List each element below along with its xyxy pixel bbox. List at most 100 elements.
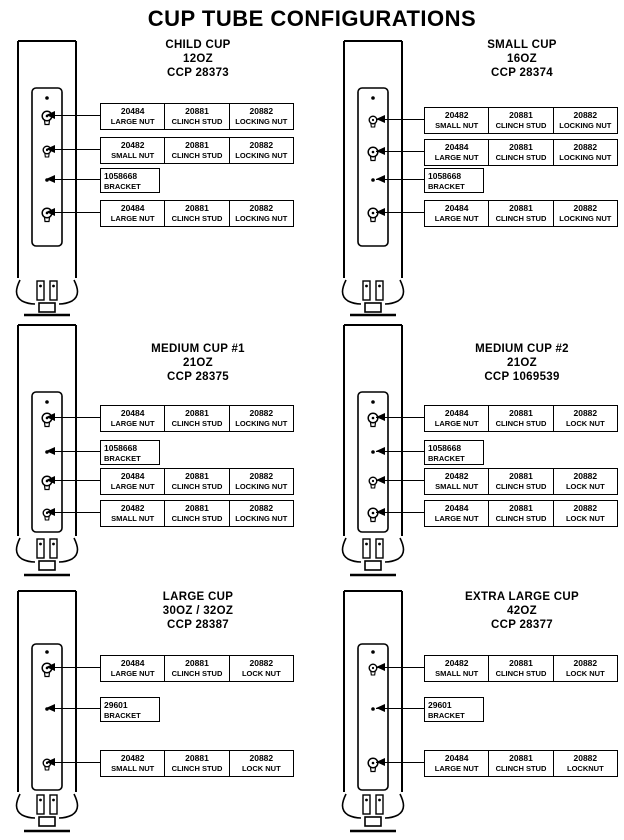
arrow-connector: [376, 175, 424, 183]
part-number: 20881: [185, 408, 209, 418]
arrow-connector: [46, 413, 100, 421]
part-label: LOCK NUT: [241, 669, 281, 678]
part-number: 20881: [509, 203, 533, 213]
part-number: 20882: [249, 753, 274, 763]
section-title: LARGE CUP 30OZ / 32OZ CCP 28387: [92, 590, 304, 632]
arrow-connector: [46, 111, 100, 119]
part-label: CLINCH STUD: [495, 482, 547, 491]
part-label: LARGE NUT: [434, 764, 479, 773]
part-number: 29601: [428, 700, 452, 710]
arrow-connector: [376, 476, 424, 484]
part-label: SMALL NUT: [111, 764, 155, 773]
part-label: SMALL NUT: [111, 151, 155, 160]
arrow-connector: [46, 758, 100, 766]
part-number: 20881: [185, 140, 209, 150]
part-label: LARGE NUT: [434, 419, 479, 428]
part-label: SMALL NUT: [435, 121, 479, 130]
part-label: LARGE NUT: [110, 214, 155, 223]
part-label: LARGE NUT: [110, 117, 155, 126]
part-number: 20482: [120, 140, 145, 150]
part-number: 20484: [120, 408, 145, 418]
part-number: 20484: [444, 408, 469, 418]
part-number: 20881: [185, 753, 209, 763]
part-number: 20881: [509, 753, 533, 763]
part-label: LOCKING NUT: [235, 214, 288, 223]
section-name: LARGE CUP: [162, 591, 234, 603]
page-title: CUP TUBE CONFIGURATIONS: [147, 6, 477, 31]
part-label: BRACKET: [428, 711, 465, 720]
part-label: BRACKET: [104, 454, 141, 463]
arrow-connector: [46, 508, 100, 516]
part-label: CLINCH STUD: [171, 482, 223, 491]
arrow-connector: [376, 208, 424, 216]
part-number: 1058668: [104, 171, 138, 181]
part-number: 20882: [573, 408, 598, 418]
part-number: 20482: [120, 503, 145, 513]
section-size: 30OZ / 32OZ: [162, 605, 234, 617]
arrow-connector: [46, 704, 100, 712]
arrow-connector: [46, 447, 100, 455]
part-label: LARGE NUT: [434, 214, 479, 223]
part-number: 20881: [185, 106, 209, 116]
part-label: SMALL NUT: [435, 669, 479, 678]
part-label: CLINCH STUD: [171, 669, 223, 678]
section-size: 21OZ: [183, 357, 213, 369]
part-label: LOCK NUT: [565, 419, 605, 428]
part-label: CLINCH STUD: [171, 514, 223, 523]
section-size: 21OZ: [507, 357, 537, 369]
part-label: CLINCH STUD: [171, 214, 223, 223]
section-ccp: CCP 28374: [491, 67, 553, 79]
part-number: 1058668: [428, 171, 462, 181]
arrow-connector: [46, 145, 100, 153]
arrow-connector: [376, 704, 424, 712]
part-number: 1058668: [104, 443, 138, 453]
section-size: 16OZ: [507, 53, 537, 65]
arrow-connector: [46, 175, 100, 183]
part-label: CLINCH STUD: [171, 764, 223, 773]
section-name: SMALL CUP: [487, 39, 557, 51]
part-label: LOCKING NUT: [235, 117, 288, 126]
section-ccp: CCP 28375: [167, 371, 229, 383]
part-number: 20881: [509, 471, 533, 481]
arrow-connector: [376, 508, 424, 516]
cup-tube-drawing: [341, 40, 405, 317]
part-number: 20881: [509, 658, 533, 668]
arrow-connector: [46, 663, 100, 671]
arrow-connector: [46, 208, 100, 216]
part-label: LOCKING NUT: [235, 151, 288, 160]
part-label: LARGE NUT: [434, 514, 479, 523]
part-number: 20882: [573, 203, 598, 213]
part-number: 20882: [249, 203, 274, 213]
